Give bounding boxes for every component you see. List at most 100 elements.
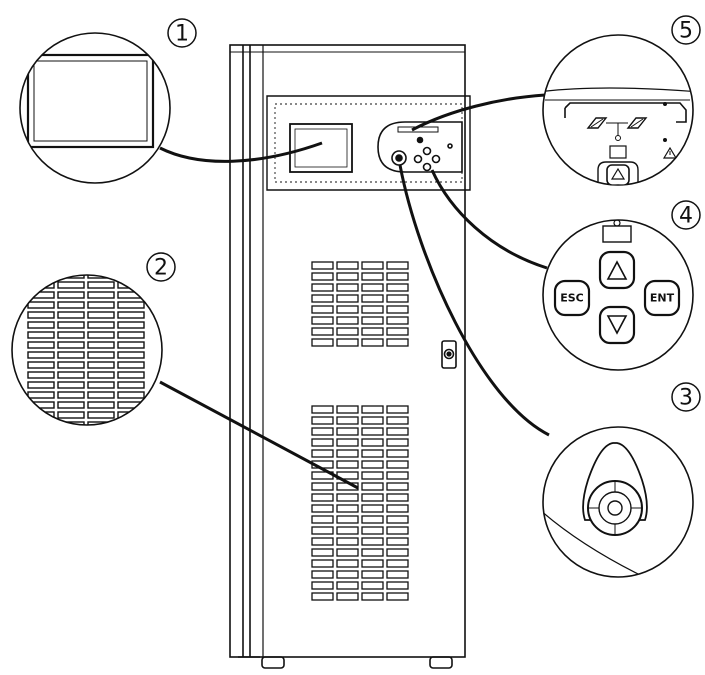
- leader-lines: [159, 93, 550, 490]
- vent-slot: [57, 381, 85, 389]
- vent-slot: [87, 281, 115, 289]
- led-strip: [564, 102, 687, 123]
- vent-slot: [361, 504, 384, 513]
- vent-slot: [386, 570, 409, 579]
- vent-slot: [311, 559, 334, 568]
- vent-slot: [386, 581, 409, 590]
- leader-line-2: [159, 380, 359, 490]
- vent-slot: [117, 341, 145, 349]
- vent-slot: [361, 327, 384, 336]
- cabinet-door-handle: [441, 340, 457, 369]
- vent-slot: [311, 283, 334, 292]
- vent-slot: [311, 493, 334, 502]
- vent-slot: [311, 272, 334, 281]
- vent-slot: [336, 316, 359, 325]
- vent-slot: [311, 570, 334, 579]
- vent-slot: [336, 504, 359, 513]
- vent-slot: [87, 301, 115, 309]
- vent-slot: [87, 361, 115, 369]
- vent-slot: [386, 405, 409, 414]
- leader-line-3: [398, 164, 550, 437]
- vent-slot: [386, 261, 409, 270]
- vent-slot: [336, 537, 359, 546]
- vent-slot: [87, 371, 115, 379]
- vent-slot: [336, 515, 359, 524]
- vent-slot: [336, 449, 359, 458]
- vent-slot: [57, 371, 85, 379]
- vent-slot: [87, 321, 115, 329]
- vent-slot: [336, 548, 359, 557]
- vent-slot: [117, 361, 145, 369]
- vent-slot: [27, 421, 55, 425]
- vent-slot: [386, 438, 409, 447]
- vent-slot: [336, 416, 359, 425]
- vent-slot: [311, 416, 334, 425]
- vent-slot: [386, 272, 409, 281]
- vent-slot: [117, 421, 145, 425]
- vent-slot: [361, 482, 384, 491]
- vent-slot: [311, 515, 334, 524]
- up-arrow-icon: [606, 260, 628, 280]
- vent-slot: [87, 331, 115, 339]
- keypad-ent-label: ENT: [650, 292, 675, 305]
- vent-slot: [117, 331, 145, 339]
- vent-slot: [27, 275, 55, 279]
- vent-slot: [386, 526, 409, 535]
- vent-slot: [117, 351, 145, 359]
- vent-slot: [361, 261, 384, 270]
- vent-slot: [336, 272, 359, 281]
- vent-slot: [386, 537, 409, 546]
- vent-slot: [361, 427, 384, 436]
- vent-slot: [361, 526, 384, 535]
- callout-2: 2: [154, 256, 168, 281]
- vent-slot: [27, 371, 55, 379]
- vent-slot: [57, 301, 85, 309]
- vent-slot: [87, 411, 115, 419]
- vent-slot: [117, 381, 145, 389]
- vent-slot: [311, 537, 334, 546]
- vent-slot: [361, 283, 384, 292]
- vent-slot: [57, 331, 85, 339]
- vent-slot: [87, 291, 115, 299]
- vent-slot: [57, 361, 85, 369]
- vent-slot: [336, 460, 359, 469]
- cabinet-foot-right: [429, 656, 453, 669]
- vent-slot: [117, 321, 145, 329]
- vent-slot: [87, 381, 115, 389]
- vent-slot: [311, 449, 334, 458]
- vent-slot: [361, 438, 384, 447]
- vent-slot: [57, 291, 85, 299]
- vent-slot: [57, 421, 85, 425]
- vent-slot: [336, 327, 359, 336]
- callout-numbers: [146, 15, 701, 412]
- keypad-up-button: [598, 250, 636, 290]
- callout-1: 1: [175, 22, 189, 47]
- vent-slot: [311, 504, 334, 513]
- vent-slot: [386, 592, 409, 601]
- vent-slot: [311, 581, 334, 590]
- leader-line-1: [159, 141, 323, 163]
- vent-slot: [336, 405, 359, 414]
- vent-slot: [336, 438, 359, 447]
- keypad-esc-label: ESC: [560, 292, 584, 305]
- vent-slot: [386, 504, 409, 513]
- vent-slot: [386, 449, 409, 458]
- vent-slot: [57, 311, 85, 319]
- detail-key-switch: [542, 426, 694, 578]
- vent-slot: [361, 416, 384, 425]
- vent-slot: [57, 401, 85, 409]
- ups-cabinet: [229, 44, 471, 669]
- vent-slot: [386, 471, 409, 480]
- vent-slot: [361, 592, 384, 601]
- vent-slot: [386, 283, 409, 292]
- vent-slot: [57, 275, 85, 279]
- cabinet-foot-left: [261, 656, 285, 669]
- vent-slot: [311, 482, 334, 491]
- callout-3: 3: [679, 386, 693, 411]
- vent-slot: [336, 427, 359, 436]
- vent-slot: [117, 371, 145, 379]
- vent-slot: [336, 526, 359, 535]
- vent-slot: [361, 537, 384, 546]
- vent-slot: [311, 316, 334, 325]
- warning-icon: [662, 146, 678, 159]
